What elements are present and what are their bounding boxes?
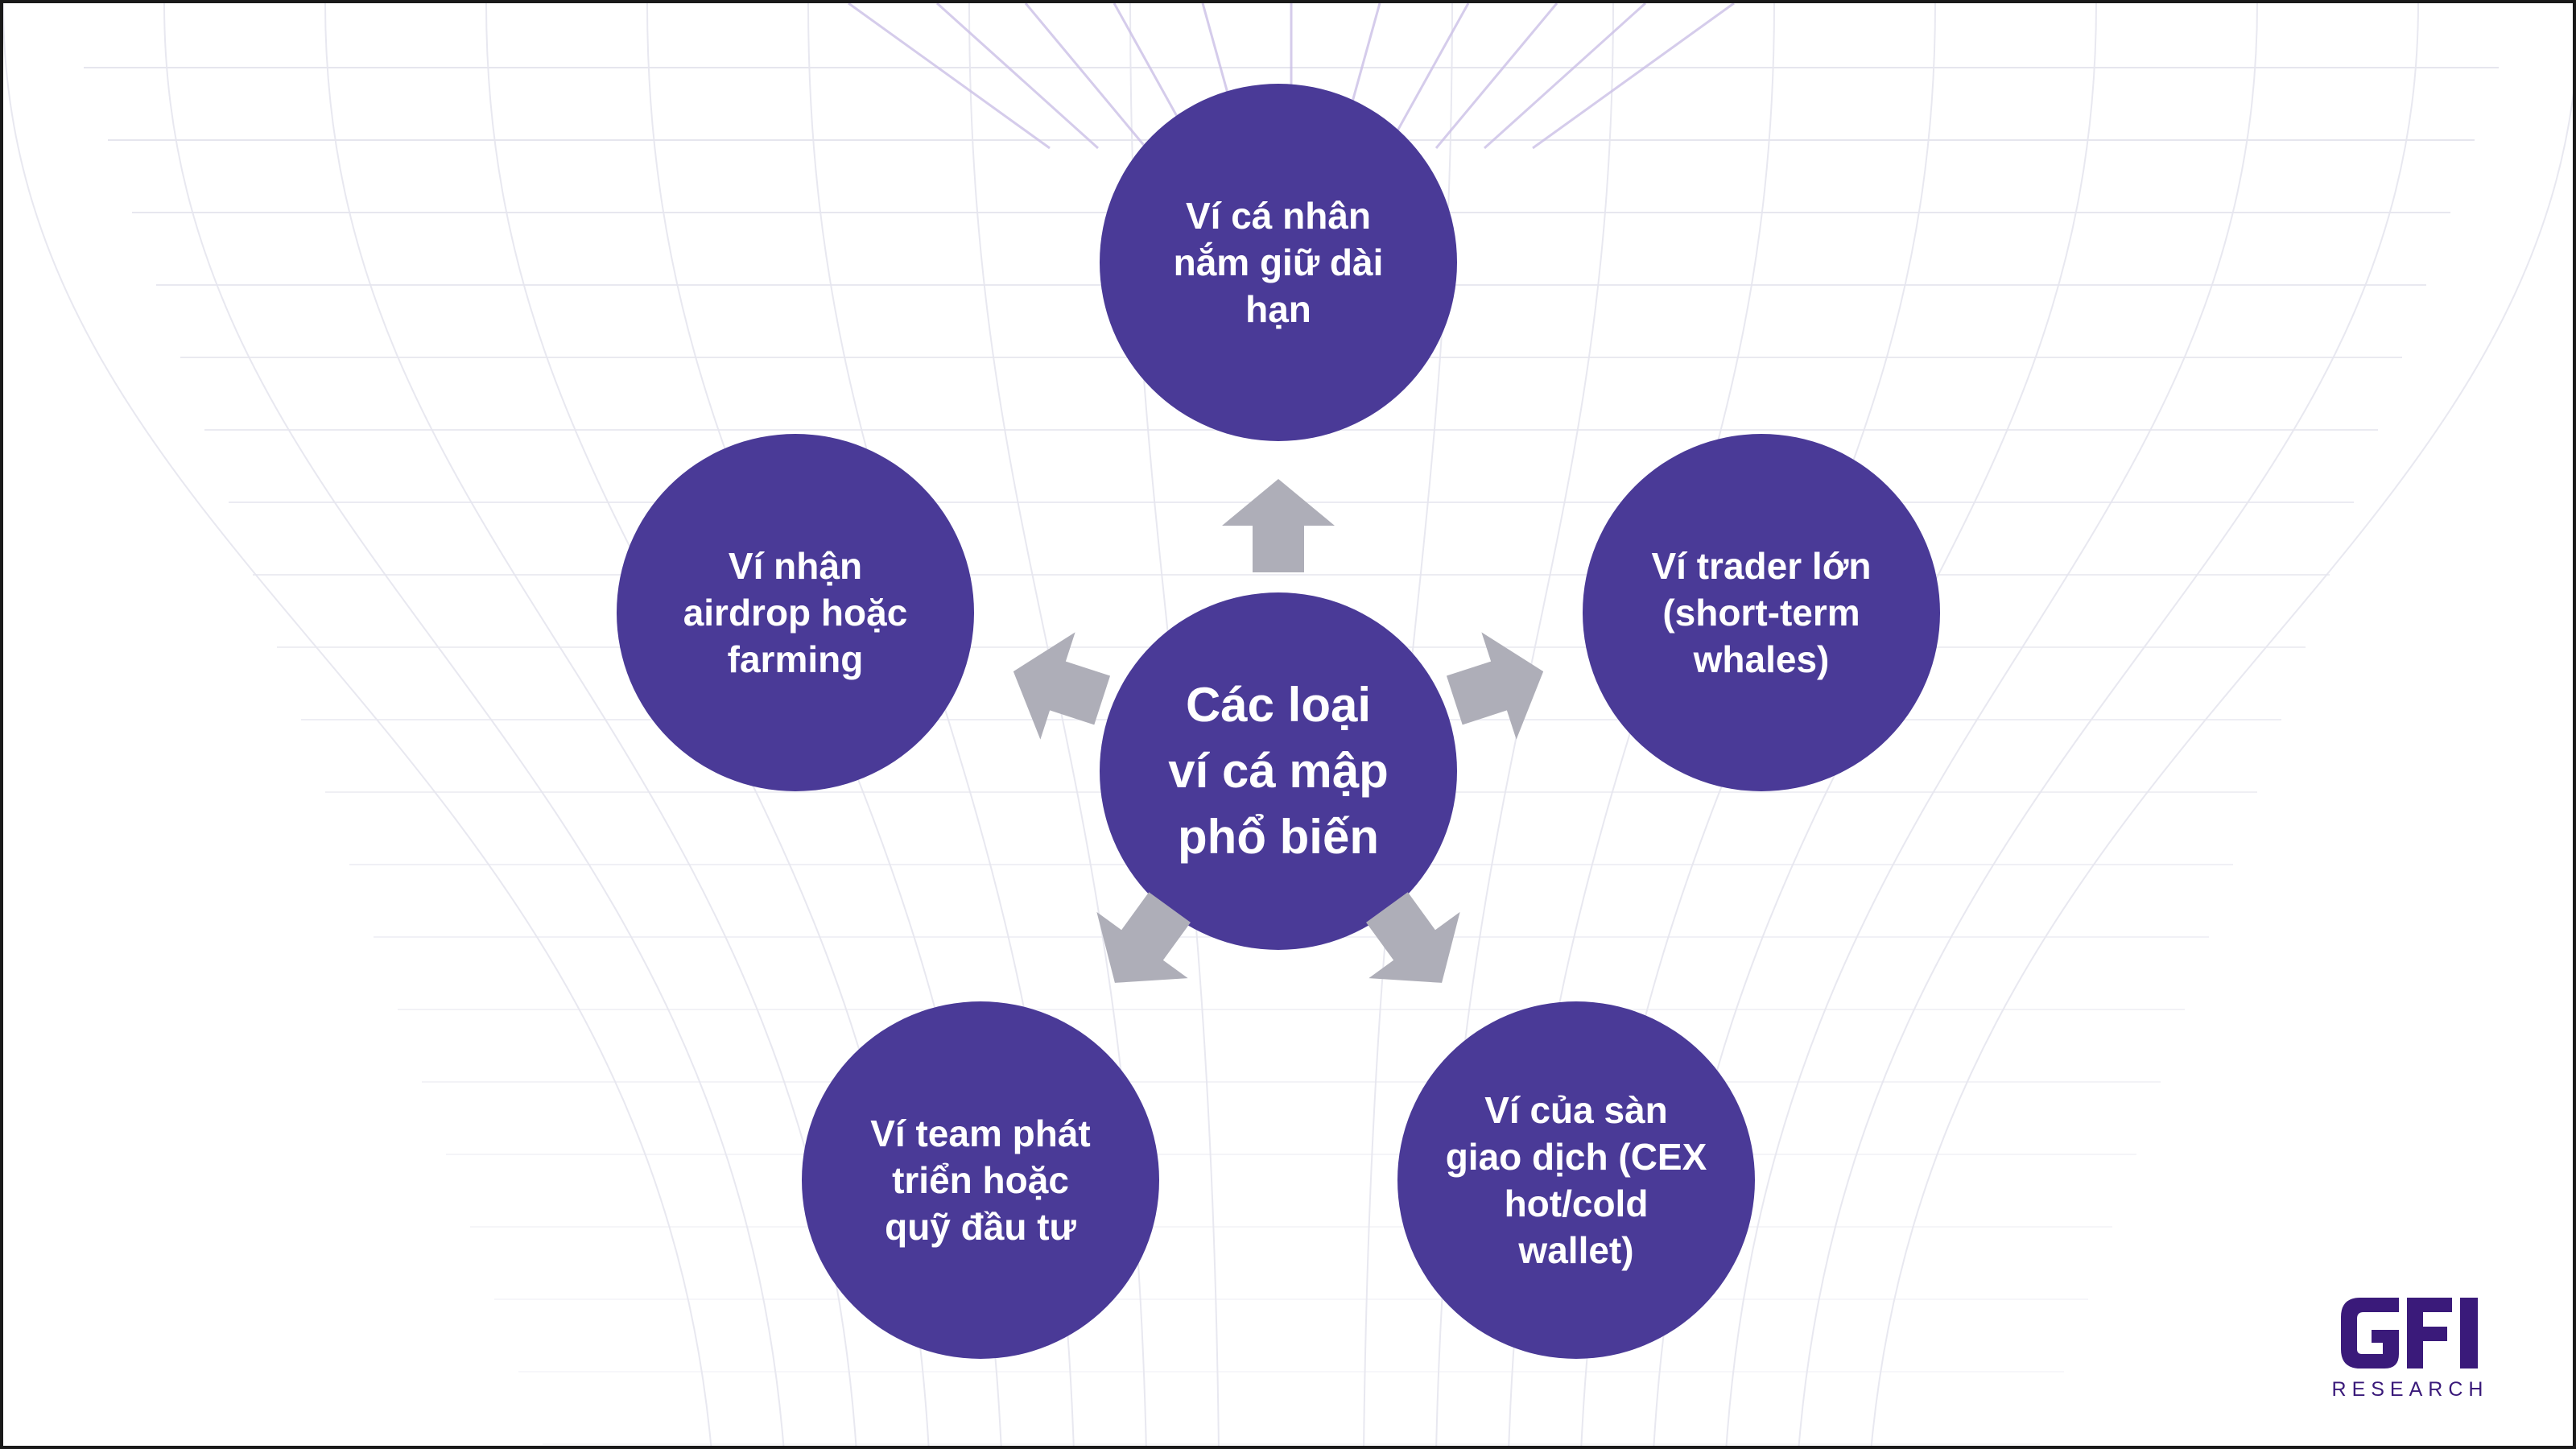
center-node: Các loại ví cá mập phổ biến xyxy=(1100,592,1457,950)
arrow-up-icon xyxy=(1222,479,1335,572)
node-long-term-holder: Ví cá nhân nắm giữ dài hạn xyxy=(1100,84,1457,441)
arrow-down-left-icon xyxy=(1096,892,1191,983)
node-label: Ví team phát triển hoặc quỹ đầu tư xyxy=(870,1113,1091,1248)
arrow-down-right-icon xyxy=(1366,892,1460,983)
node-team-fund: Ví team phát triển hoặc quỹ đầu tư xyxy=(802,1001,1159,1359)
node-airdrop-farming: Ví nhận airdrop hoặc farming xyxy=(617,434,974,791)
node-short-term-trader: Ví trader lớn (short-term whales) xyxy=(1583,434,1940,791)
gfi-research-logo: RESEARCH xyxy=(2330,1291,2491,1404)
node-label: Ví của sàn giao dịch (CEX hot/cold walle… xyxy=(1445,1089,1707,1271)
arrow-right-icon xyxy=(1446,632,1544,740)
arrow-left-icon xyxy=(1013,632,1111,740)
node-exchange-wallet: Ví của sàn giao dịch (CEX hot/cold walle… xyxy=(1397,1001,1755,1359)
center-node-label: Các loại ví cá mập phổ biến xyxy=(1168,678,1389,864)
node-label: Ví nhận airdrop hoặc farming xyxy=(683,545,908,680)
node-label: Ví trader lớn (short-term whales) xyxy=(1651,545,1872,680)
node-label: Ví cá nhân nắm giữ dài hạn xyxy=(1173,195,1384,330)
gfi-logo-mark xyxy=(2341,1298,2478,1368)
logo-subtitle: RESEARCH xyxy=(2331,1378,2489,1401)
